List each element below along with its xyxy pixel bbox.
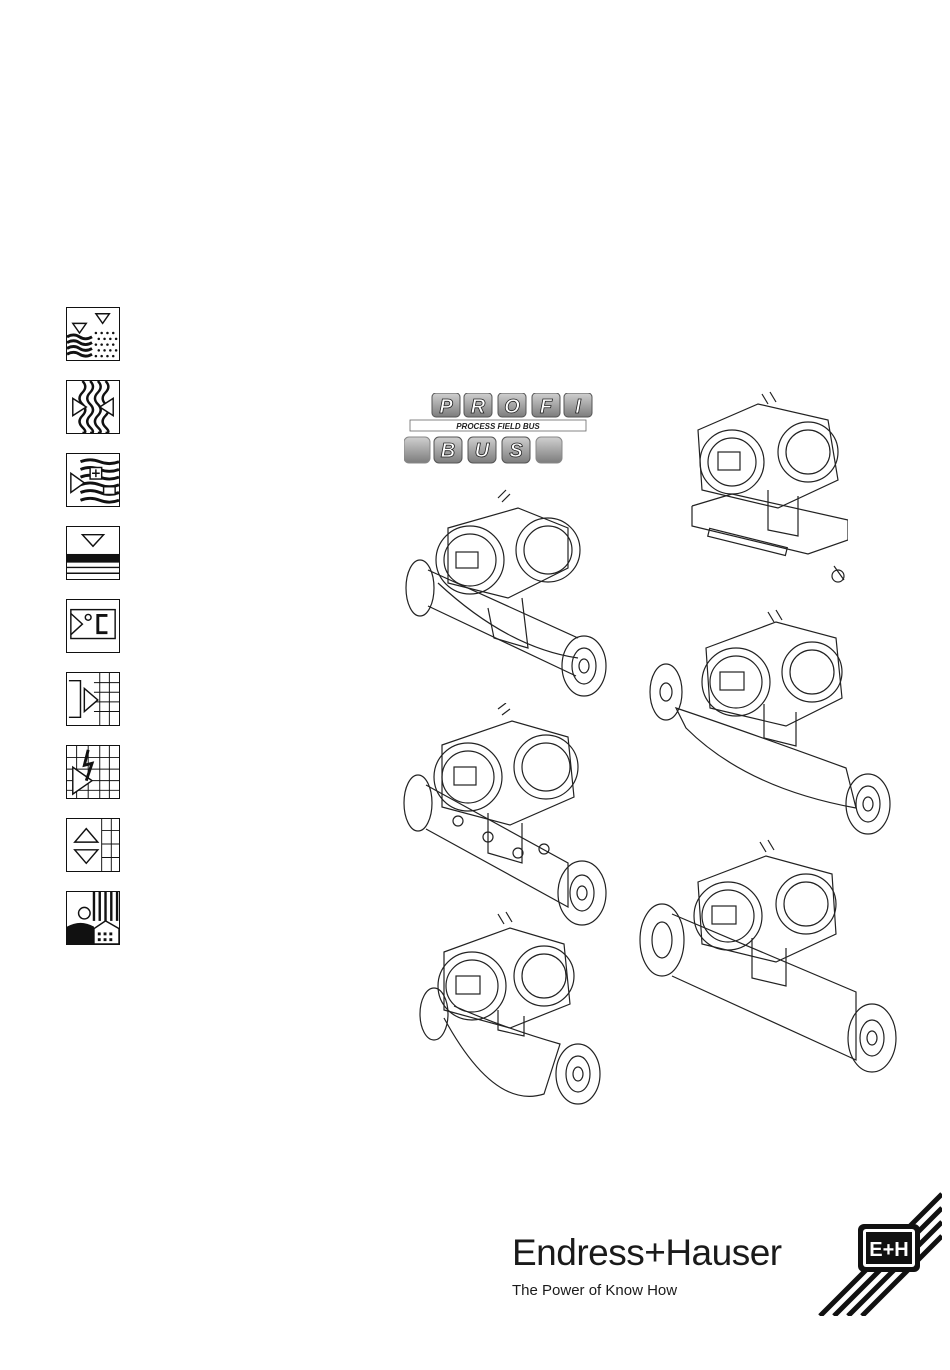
temperature-icon bbox=[66, 599, 120, 653]
brand-tagline: The Power of Know How bbox=[512, 1282, 677, 1299]
brand-name: Endress+Hauser bbox=[512, 1232, 782, 1273]
recorder-icon bbox=[66, 672, 120, 726]
profibus-letter: R bbox=[471, 396, 486, 418]
flowmeter-drawing-4 bbox=[398, 703, 613, 943]
analysis-icon bbox=[66, 453, 120, 507]
brand-wordmark: Endress+Hauser bbox=[512, 1232, 782, 1274]
flowmeter-drawing-3 bbox=[646, 608, 896, 843]
profibus-letter: I bbox=[575, 396, 581, 418]
profibus-logo: P R O F I PROCESS FIELD BUS B U S bbox=[404, 393, 594, 467]
flowmeter-drawing-5 bbox=[636, 838, 898, 1088]
level-icon bbox=[66, 307, 120, 361]
system-components-icon bbox=[66, 891, 120, 945]
flowmeter-drawing-2 bbox=[688, 390, 848, 590]
profibus-letter: O bbox=[504, 396, 520, 418]
profibus-subtitle: PROCESS FIELD BUS bbox=[456, 422, 540, 431]
profibus-letter: F bbox=[540, 396, 553, 418]
pressure-icon bbox=[66, 526, 120, 580]
profibus-letter: U bbox=[475, 440, 490, 462]
flow-icon bbox=[66, 380, 120, 434]
protection-icon bbox=[66, 745, 120, 799]
limit-switch-icon bbox=[66, 818, 120, 872]
eh-logo-text: E+H bbox=[869, 1239, 908, 1261]
profibus-letter: B bbox=[441, 440, 455, 462]
eh-logo-icon: E+H bbox=[818, 1192, 942, 1316]
flowmeter-drawing-6 bbox=[414, 910, 604, 1110]
profibus-letter: P bbox=[439, 396, 453, 418]
profibus-letter: S bbox=[509, 440, 523, 462]
flowmeter-drawing-1 bbox=[398, 488, 613, 703]
